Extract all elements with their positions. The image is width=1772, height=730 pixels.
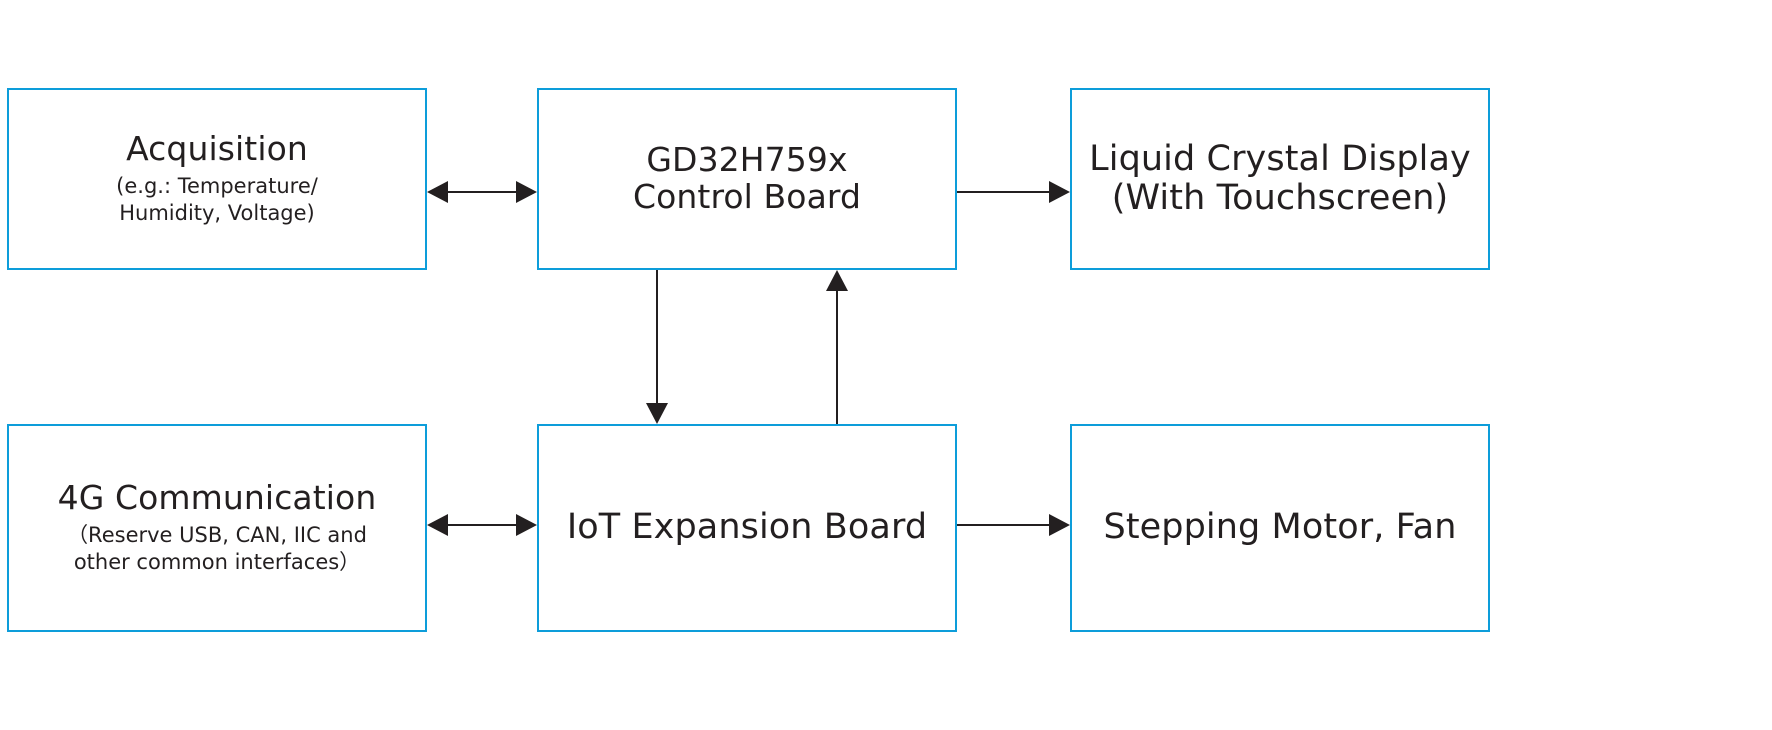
arrowhead-right-icon (1049, 181, 1070, 203)
connector-shaft (441, 191, 523, 193)
node-acquisition-subtitle: (e.g.: Temperature/ Humidity, Voltage) (116, 173, 318, 225)
arrowhead-down-icon (646, 403, 668, 424)
node-liquid-crystal-display[interactable]: Liquid Crystal Display (With Touchscreen… (1070, 88, 1490, 270)
connector-shaft (836, 286, 838, 424)
node-4g-communication[interactable]: 4G Communication （Reserve USB, CAN, IIC … (7, 424, 427, 632)
arrowhead-right-icon (516, 181, 537, 203)
node-4g-communication-title: 4G Communication (57, 477, 377, 517)
arrowhead-left-icon (427, 181, 448, 203)
connector-4g-communication-iot (427, 512, 537, 538)
node-acquisition[interactable]: Acquisition (e.g.: Temperature/ Humidity… (7, 88, 427, 270)
connector-shaft (957, 191, 1054, 193)
node-liquid-crystal-display-title: Liquid Crystal Display (With Touchscreen… (1089, 138, 1471, 218)
arrowhead-right-icon (1049, 514, 1070, 536)
node-control-board[interactable]: GD32H759x Control Board (537, 88, 957, 270)
arrowhead-up-icon (826, 270, 848, 291)
connector-iot-stepping-motor-fan (957, 512, 1070, 538)
node-4g-communication-subtitle: （Reserve USB, CAN, IIC and other common … (67, 522, 367, 574)
node-iot-expansion-board[interactable]: IoT Expansion Board (537, 424, 957, 632)
node-acquisition-title: Acquisition (126, 128, 308, 168)
connector-acquisition-control-board (427, 179, 537, 205)
connector-shaft (957, 524, 1054, 526)
node-iot-expansion-board-title: IoT Expansion Board (566, 507, 928, 548)
connector-control-board-iot-down (644, 270, 670, 424)
connector-iot-control-board-up (824, 270, 850, 424)
arrowhead-right-icon (516, 514, 537, 536)
arrowhead-left-icon (427, 514, 448, 536)
connector-shaft (656, 270, 658, 408)
node-stepping-motor-fan[interactable]: Stepping Motor, Fan (1070, 424, 1490, 632)
node-control-board-title: GD32H759x Control Board (632, 140, 862, 216)
connector-shaft (441, 524, 523, 526)
node-stepping-motor-fan-title: Stepping Motor, Fan (1103, 507, 1457, 548)
connector-control-board-lcd (957, 179, 1070, 205)
